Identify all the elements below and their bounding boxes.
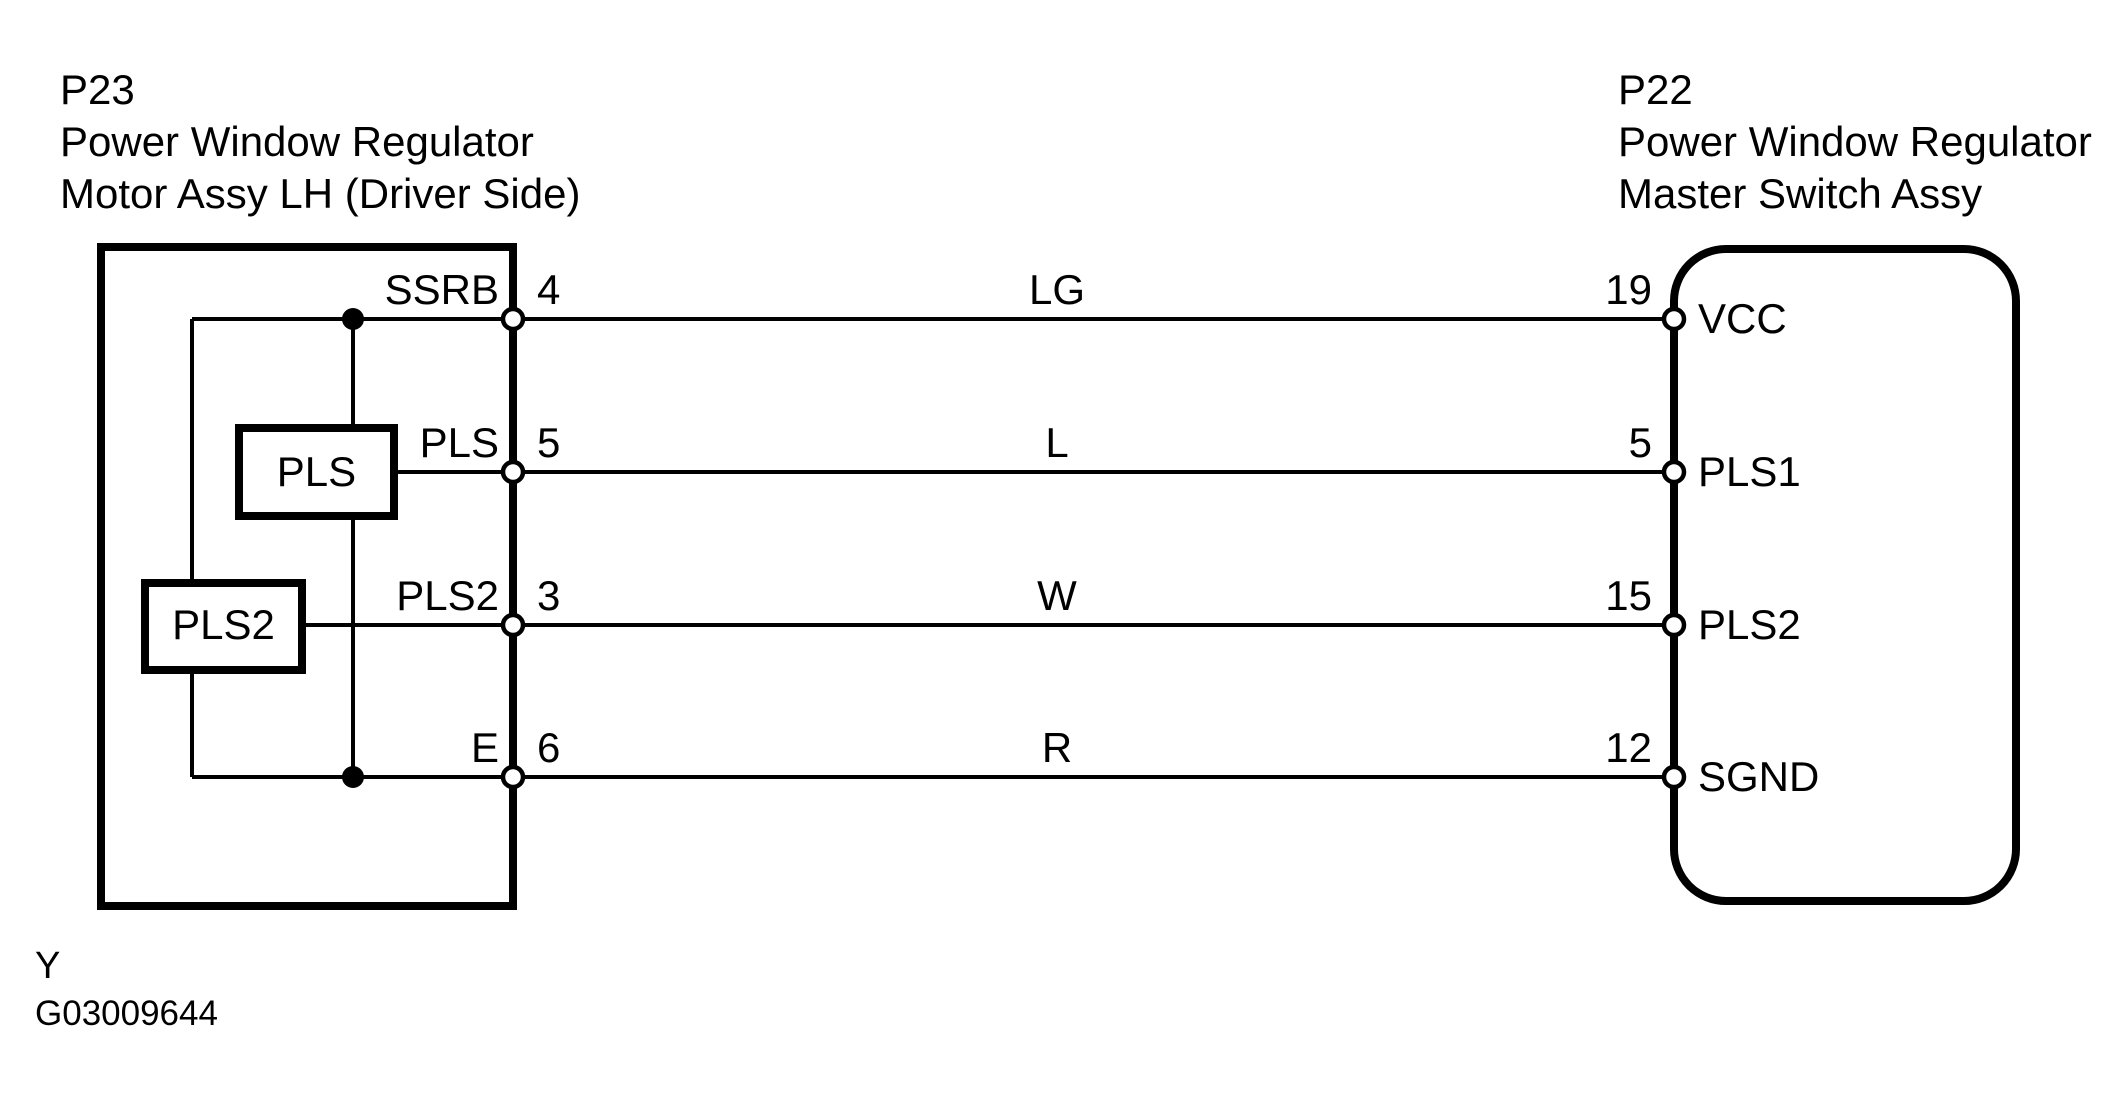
pin-4-terminal [500, 306, 526, 332]
pin-12-terminal [1661, 764, 1687, 790]
left-component-name-line2: Motor Assy LH (Driver Side) [60, 170, 581, 217]
pin-number-19: 19 [1605, 266, 1652, 313]
pin-label-pls: PLS [419, 419, 499, 466]
pin-number-5-left: 5 [537, 419, 561, 466]
pin-label-ssrb: SSRB [384, 266, 499, 313]
left-component-name-line1: Power Window Regulator [60, 118, 534, 165]
left-component-box [97, 243, 517, 910]
pin-number-4: 4 [537, 266, 561, 313]
pin-label-pls1: PLS1 [1698, 448, 1801, 495]
right-connector-box [1670, 245, 2020, 905]
pin-5-left-terminal [500, 459, 526, 485]
pin-3-terminal [500, 612, 526, 638]
right-component-name-line2: Master Switch Assy [1618, 170, 1983, 217]
pls2-block-label: PLS2 [172, 601, 275, 648]
pin-label-pls2: PLS2 [396, 572, 499, 619]
pin-label-vcc: VCC [1698, 295, 1787, 342]
pin-number-3: 3 [537, 572, 561, 619]
wire-color-label-lg: LG [1028, 266, 1086, 313]
left-component-header: P23 Power Window Regulator Motor Assy LH… [60, 64, 580, 220]
pin-number-6: 6 [537, 724, 561, 771]
pls2-block [141, 579, 306, 674]
pin-19-terminal [1661, 306, 1687, 332]
pin-label-e: E [470, 724, 499, 771]
pin-15-terminal [1661, 612, 1687, 638]
pin-label-sgnd: SGND [1698, 753, 1820, 800]
right-component-code: P22 [1618, 66, 1693, 113]
pin-number-15: 15 [1605, 572, 1652, 619]
right-component-header: P22 Power Window Regulator Master Switch… [1618, 64, 2092, 220]
pin-label-pls2-right: PLS2 [1698, 601, 1801, 648]
footer-revision-letter: Y [35, 945, 61, 987]
junction-dot-bottom [342, 766, 364, 788]
footer-figure-number: G03009644 [35, 994, 218, 1033]
wire-color-label-r: R [1041, 724, 1073, 771]
junction-dot-top [342, 308, 364, 330]
pin-number-5-right: 5 [1628, 419, 1652, 466]
left-component-code: P23 [60, 66, 135, 113]
wire-color-label-l: L [1045, 419, 1069, 466]
pin-5-right-terminal [1661, 459, 1687, 485]
pls-block-label: PLS [276, 448, 357, 495]
pin-6-terminal [500, 764, 526, 790]
right-component-name-line1: Power Window Regulator [1618, 118, 2092, 165]
pin-number-12: 12 [1605, 724, 1652, 771]
wire-color-label-w: W [1037, 572, 1077, 619]
